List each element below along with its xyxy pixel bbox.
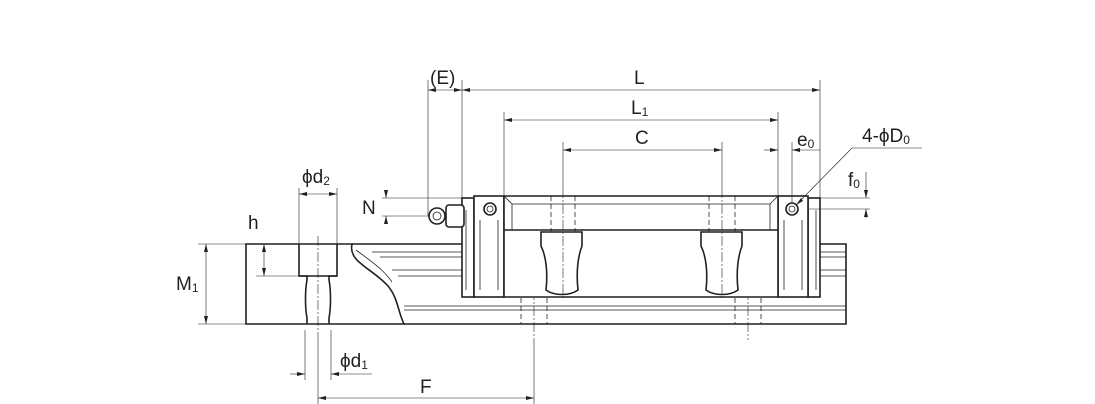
label-l1: L1 xyxy=(631,98,649,119)
dimension-f0 xyxy=(808,172,870,218)
label-f: F xyxy=(420,377,432,398)
dimension-e xyxy=(427,80,463,216)
block-tapped-holes xyxy=(540,188,743,300)
label-e: (E) xyxy=(430,68,455,89)
carriage-block xyxy=(461,195,821,298)
dimension-n xyxy=(382,190,462,224)
label-l: L xyxy=(634,68,645,89)
dimension-d1 xyxy=(290,330,372,380)
dimension-e0 xyxy=(764,142,820,203)
dimension-m1 xyxy=(198,243,246,325)
label-h: h xyxy=(248,213,259,234)
label-f0: f0 xyxy=(848,170,860,191)
label-e0: e0 xyxy=(797,130,815,151)
dimension-h xyxy=(256,243,299,277)
label-hole-d0: 4-ϕD0 xyxy=(862,126,910,147)
dimension-l xyxy=(462,80,821,198)
label-c: C xyxy=(635,128,649,149)
grease-nipple xyxy=(428,202,799,228)
label-n: N xyxy=(362,198,376,219)
dimension-f xyxy=(317,332,535,404)
dimension-hole-leader xyxy=(795,147,922,206)
label-d2: ϕd2 xyxy=(302,167,330,188)
rail-mounting-hole xyxy=(298,236,338,332)
label-d1: ϕd1 xyxy=(340,351,368,372)
rail-hidden-holes xyxy=(520,290,762,340)
dimension-l1 xyxy=(503,112,779,196)
dimension-d2 xyxy=(298,188,338,244)
dimension-c xyxy=(562,142,723,188)
label-m1: M1 xyxy=(176,274,199,295)
